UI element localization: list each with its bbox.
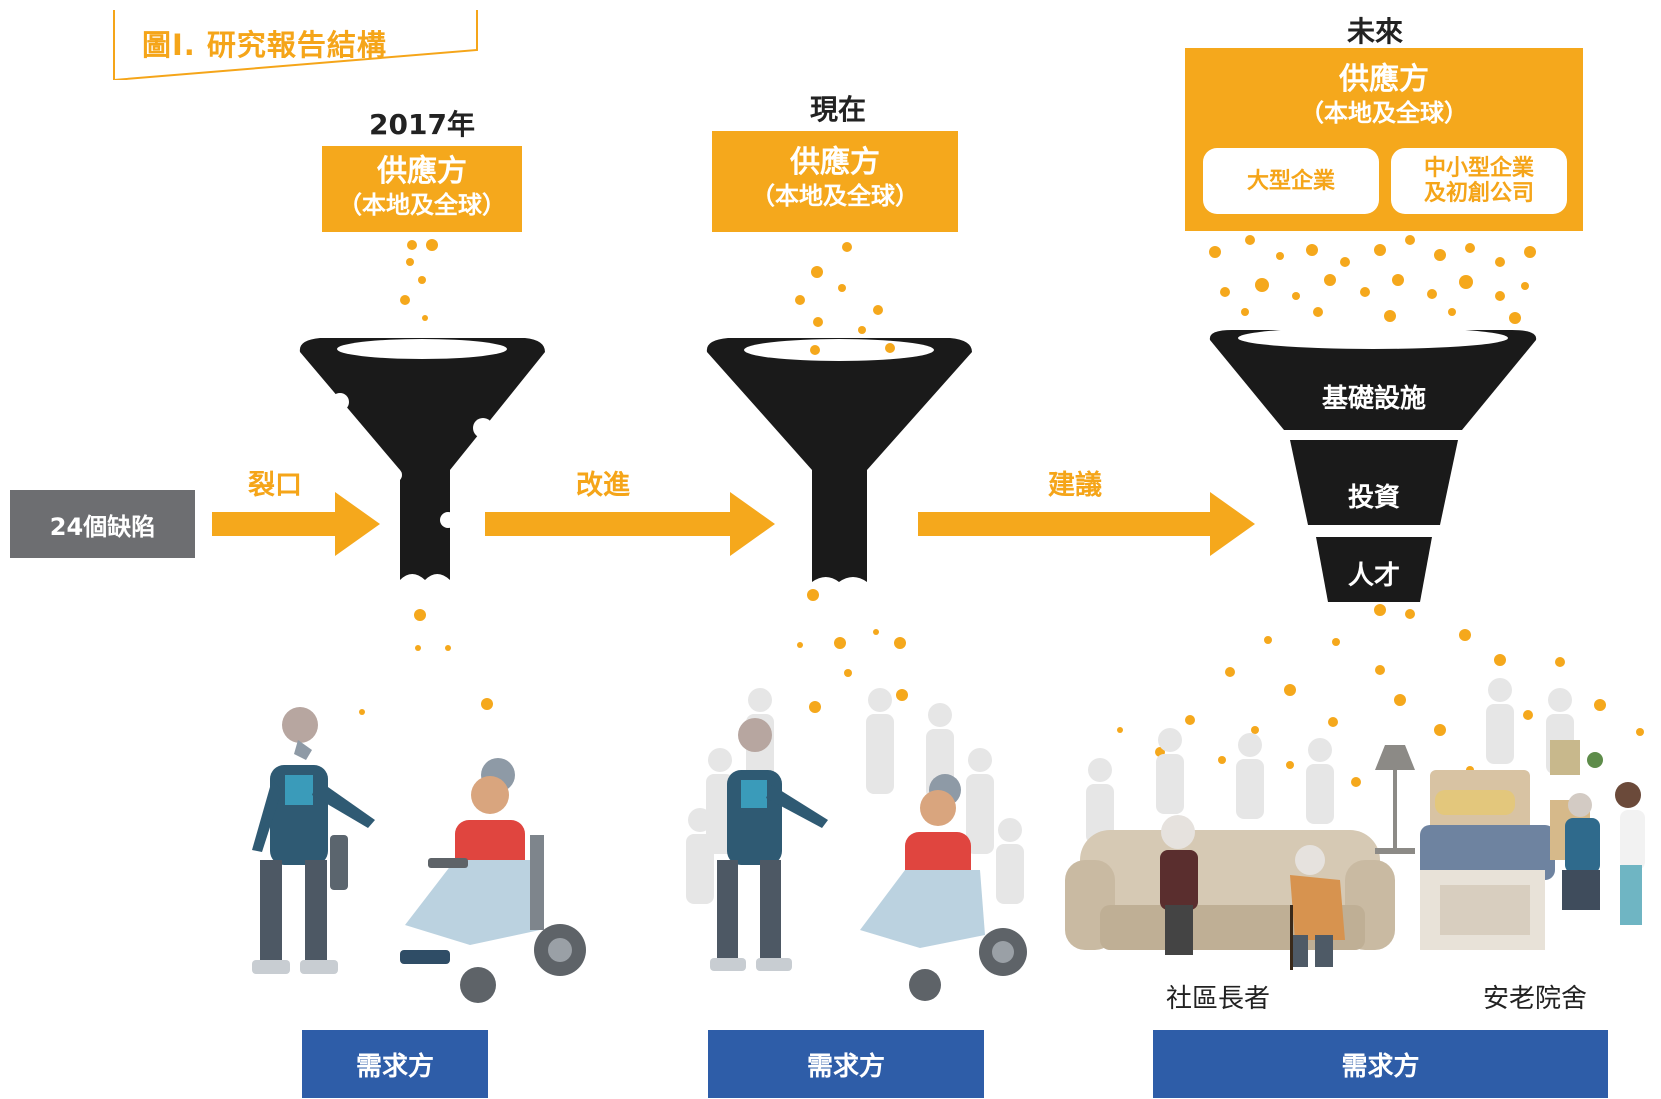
arrow-label-recommend: 建議	[1048, 470, 1102, 501]
title-bracket	[113, 10, 478, 80]
funnel-layer-talent: 人才	[1347, 561, 1400, 591]
wheelchair-user-figure	[400, 758, 586, 1003]
supplier-box-future: 供應方 （本地及全球） 大型企業 中小型企業 及初創公司	[1185, 48, 1583, 231]
stage-label-future: 未來	[1346, 15, 1403, 48]
supplier-title: 供應方	[1339, 62, 1429, 97]
wheelchair-user-figure-2	[860, 774, 1027, 1001]
arrows	[212, 492, 1255, 556]
exoskeleton-walker-figure-2	[710, 718, 828, 971]
funnel-2017	[299, 338, 545, 595]
caption-community-elders: 社區長者	[1165, 984, 1270, 1014]
stage-label-2017: 2017年	[369, 108, 475, 141]
demand-box-2017: 需求方	[302, 1030, 488, 1098]
funnel-layer-investment: 投資	[1347, 483, 1400, 513]
sme-startup-box: 中小型企業 及初創公司	[1391, 148, 1567, 214]
caption-elderly-homes: 安老院舍	[1482, 984, 1587, 1014]
funnel-now	[706, 338, 972, 595]
crowd-silhouettes-future	[1086, 678, 1574, 844]
stage-label-now: 現在	[809, 93, 866, 126]
supplier-subtitle: （本地及全球）	[1300, 99, 1468, 127]
supplier-subtitle: （本地及全球）	[751, 182, 919, 210]
demand-box-now: 需求方	[708, 1030, 984, 1098]
particles	[359, 235, 1644, 787]
sofa-elders-scene	[1065, 815, 1395, 970]
large-enterprise-box: 大型企業	[1203, 148, 1379, 214]
bedroom-scene	[1375, 740, 1645, 950]
funnel-layer-infrastructure: 基礎設施	[1321, 384, 1426, 414]
supplier-box-2017: 供應方 （本地及全球）	[322, 146, 522, 232]
exoskeleton-walker-figure	[252, 707, 375, 974]
supplier-box-now: 供應方 （本地及全球）	[712, 131, 958, 232]
supplier-title: 供應方	[377, 154, 467, 189]
arrow-recommend	[918, 492, 1255, 556]
defects-box: 24個缺陷	[10, 490, 195, 558]
supplier-title: 供應方	[790, 145, 880, 180]
arrow-label-gap: 裂口	[248, 470, 302, 501]
arrow-improve	[485, 492, 775, 556]
demand-box-future: 需求方	[1153, 1030, 1608, 1098]
figure-title-frame: 圖I. 研究報告結構	[112, 10, 480, 80]
arrow-label-improve: 改進	[576, 470, 630, 501]
funnel-future	[1209, 327, 1537, 602]
supplier-subtitle: （本地及全球）	[338, 191, 506, 219]
arrow-gap	[212, 492, 380, 556]
figure-title: 圖I. 研究報告結構	[142, 28, 387, 62]
